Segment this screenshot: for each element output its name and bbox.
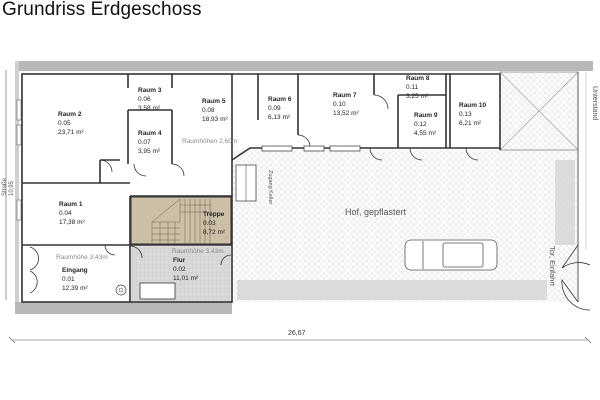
street-label: Straße bbox=[2, 177, 8, 196]
roof-edge-top bbox=[15, 61, 593, 71]
room-label-raum-3: Raum 3 0.06 3,58 m² bbox=[138, 87, 162, 112]
ceiling-height-upper: Raumhöhen 2,60m bbox=[182, 138, 238, 145]
room-label-flur: Flur 0.02 11,01 m² bbox=[173, 257, 199, 282]
depth-dimension: 10,95 bbox=[9, 180, 15, 196]
gate-label: Tor, Einfahrt bbox=[548, 246, 557, 287]
room-label-eingang: Eingang 0.01 12,39 m² bbox=[62, 267, 88, 292]
room-label-raum-7: Raum 7 0.10 13,52 m² bbox=[333, 92, 359, 117]
room-label-raum-1: Raum 1 0.04 17,38 m² bbox=[59, 201, 85, 226]
room-label-raum-4: Raum 4 0.07 3,95 m² bbox=[138, 130, 162, 155]
room-label-raum-2: Raum 2 0.05 23,71 m² bbox=[58, 111, 84, 136]
room-label-raum-8: Raum 8 0.11 3,25 m² bbox=[406, 75, 430, 100]
room-label-raum-10: Raum 10 0.13 6,21 m² bbox=[459, 102, 487, 127]
ceiling-height-entrance: Raumhöhe 3,43m bbox=[56, 254, 108, 261]
ceiling-height-hall: Raumhöhe 3,43m bbox=[172, 248, 224, 255]
page-title: Grundriss Erdgeschoss bbox=[2, 0, 202, 20]
width-dimension: 26,67 bbox=[288, 330, 306, 337]
yard-paving bbox=[233, 150, 578, 302]
car-symbol bbox=[404, 239, 498, 271]
room-label-raum-6: Raum 6 0.09 6,13 m² bbox=[268, 96, 292, 121]
room-label-treppe: Treppe 0.03 8,72 m² bbox=[203, 211, 226, 236]
cellar-access-label: Zugang Keller bbox=[267, 170, 273, 205]
room-label-raum-5: Raum 5 0.08 18,93 m² bbox=[202, 98, 228, 123]
shrub-right bbox=[555, 160, 575, 245]
roof-edge-bottom bbox=[15, 302, 232, 314]
shrub-bottom bbox=[237, 280, 547, 300]
room-label-raum-9: Raum 9 0.12 4,55 m² bbox=[414, 112, 438, 137]
shelter-label: Unterstand bbox=[591, 86, 598, 121]
yard-label: Hof, gepflastert bbox=[345, 207, 407, 217]
